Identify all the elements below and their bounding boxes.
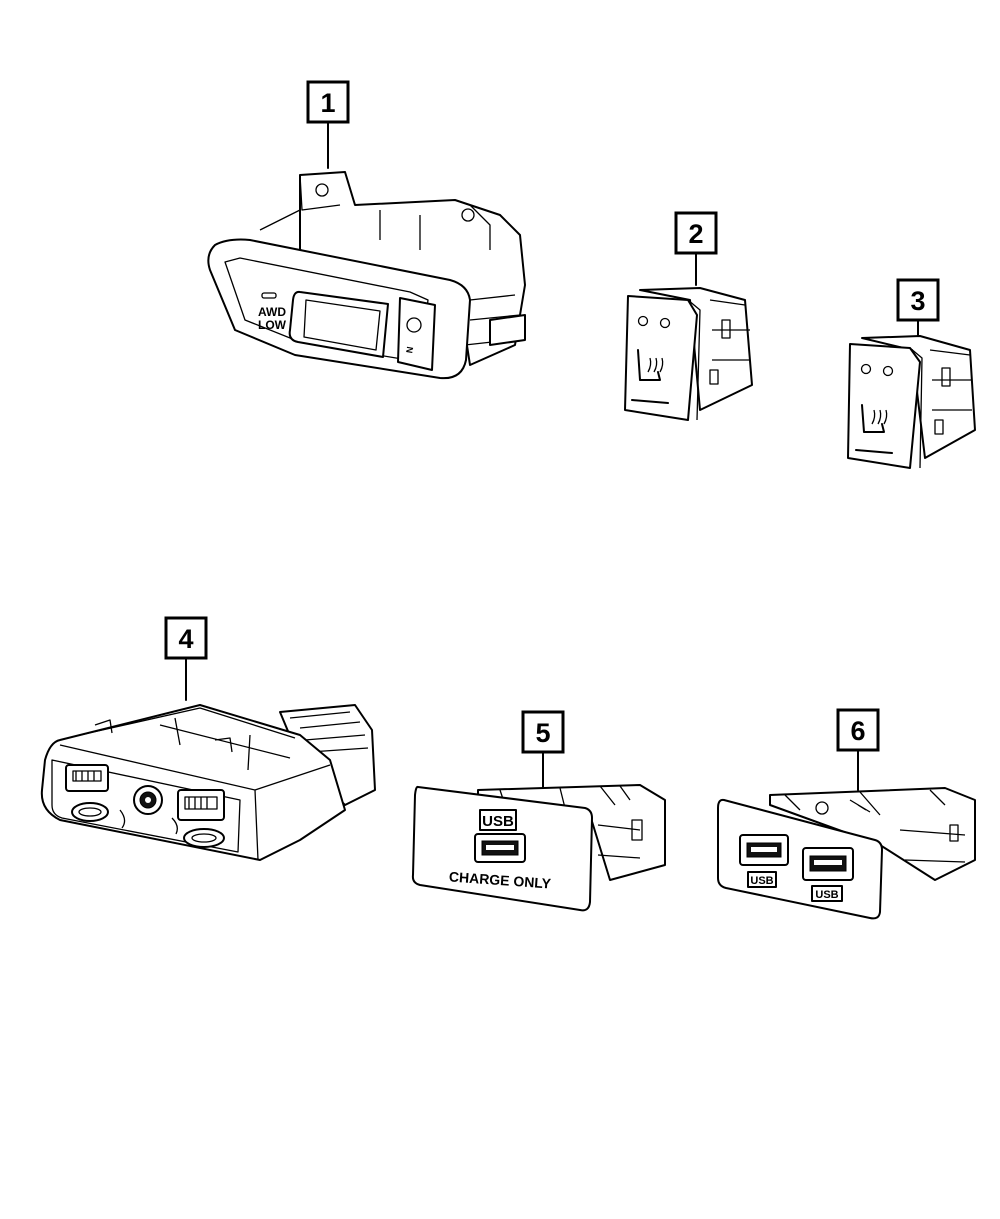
seat-heater-icon — [861, 404, 888, 433]
callout-2: 2 — [674, 211, 718, 286]
dual-usb-port: USB USB — [717, 787, 976, 920]
svg-text:5: 5 — [535, 718, 550, 748]
seat-heater-icon — [637, 349, 664, 381]
awd-low-switch: N AWD LOW — [207, 171, 526, 380]
seat-heater-switch-rear — [847, 335, 976, 469]
usb-label-right: USB — [815, 889, 838, 901]
indicator-led — [261, 292, 277, 299]
callout-1: 1 — [306, 80, 350, 169]
usb-port-icon — [177, 789, 225, 821]
svg-text:3: 3 — [910, 286, 925, 316]
awd-label: AWD — [258, 305, 286, 319]
charge-only-label: CHARGE ONLY — [448, 868, 552, 891]
svg-text:4: 4 — [178, 624, 193, 654]
usb-label: USB — [482, 813, 514, 830]
usb-label-left: USB — [750, 875, 773, 887]
svg-text:2: 2 — [688, 219, 703, 249]
usb-label-box — [479, 809, 517, 831]
usb-port-icon — [65, 764, 109, 792]
usb-port-icon — [802, 847, 854, 881]
seat-heater-switch-front — [624, 287, 753, 421]
callout-5: 5 — [521, 710, 565, 791]
aux-jack-icon — [133, 785, 163, 815]
callout-6: 6 — [836, 708, 880, 791]
callout-3: 3 — [896, 278, 940, 336]
usb-charge-port: USB CHARGE ONLY — [411, 784, 666, 912]
callout-4: 4 — [164, 616, 208, 701]
svg-text:6: 6 — [850, 716, 865, 746]
usb-aux-hub — [40, 704, 376, 861]
low-label: LOW — [258, 318, 287, 332]
usb-port-icon — [739, 834, 789, 866]
svg-text:1: 1 — [320, 88, 335, 118]
button-mark: N — [404, 346, 415, 354]
usb-port-icon — [474, 833, 526, 863]
